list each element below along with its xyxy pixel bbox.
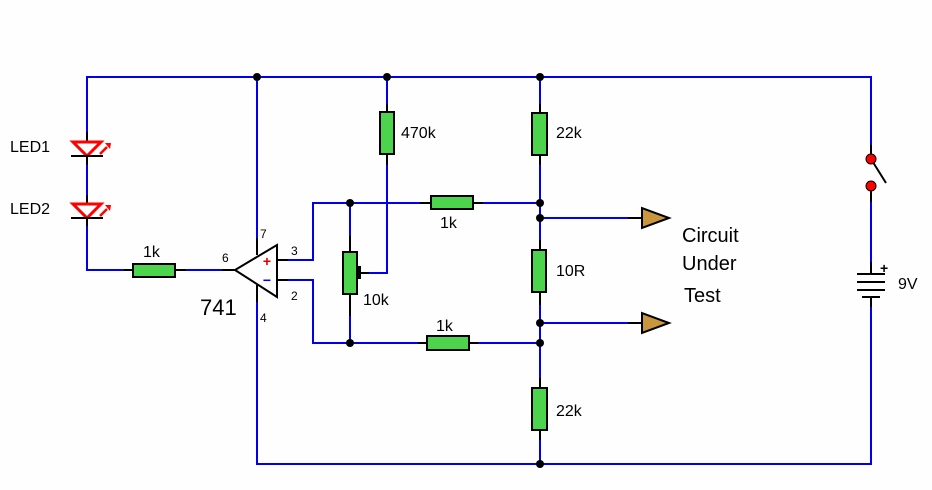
- pin-2-label: 2: [291, 289, 298, 303]
- resistor-icon: [132, 263, 176, 278]
- resistor-470k-label: 470k: [401, 125, 437, 142]
- pin-4-label: 4: [260, 311, 267, 325]
- op-amp-label: 741: [200, 295, 237, 320]
- bottom-rail-wire: [256, 295, 872, 465]
- op-amp-icon: [233, 243, 278, 299]
- inv-input-wire: [286, 279, 420, 344]
- battery-label: 9V: [898, 276, 918, 293]
- junction-dot: [346, 339, 354, 347]
- pin-6-label: 6: [222, 251, 229, 265]
- led2: LED2: [10, 195, 111, 226]
- resistor-1k-top-label: 1k: [440, 215, 458, 232]
- led-icon: [69, 140, 111, 159]
- resistor-icon: [430, 195, 474, 210]
- led1-label: LED1: [10, 139, 50, 156]
- junction-dot: [536, 214, 544, 222]
- noninv-input-wire: [286, 202, 420, 261]
- inv-symbol: −: [263, 272, 271, 288]
- potentiometer-label: 10k: [363, 292, 390, 309]
- switch: [865, 145, 887, 202]
- junction-dot: [536, 339, 544, 347]
- junction-dot: [536, 199, 544, 207]
- terminal-arrow-icon: [641, 206, 672, 230]
- led-icon: [69, 202, 111, 221]
- battery-9v: + 9V: [857, 260, 918, 307]
- resistor-icon: [426, 335, 470, 351]
- wires: [86, 76, 872, 465]
- resistor-output-label: 1k: [143, 244, 161, 261]
- resistor-22k-top-label: 22k: [556, 125, 583, 142]
- resistor-output-1k: 1k: [124, 244, 186, 278]
- circuit-under-test: Circuit Under Test: [628, 206, 739, 335]
- resistor-1k-top: 1k: [420, 195, 483, 232]
- resistor-icon: [379, 111, 395, 155]
- noninv-symbol: +: [263, 253, 271, 269]
- potentiometer-icon: [342, 251, 369, 295]
- pin-7-label: 7: [260, 227, 267, 241]
- terminal-arrow-icon: [641, 311, 672, 335]
- resistor-1k-bottom-label: 1k: [436, 318, 454, 335]
- resistor-22k-bottom: 22k: [531, 378, 583, 440]
- led2-label: LED2: [10, 201, 50, 218]
- resistor-10r: 10R: [531, 240, 585, 305]
- cut-label-line-2: Under: [682, 253, 737, 275]
- junction-dot: [346, 199, 354, 207]
- cut-label-line-1: Circuit: [682, 225, 739, 247]
- junction-dot: [536, 319, 544, 327]
- led1: LED1: [10, 132, 111, 165]
- resistor-470k: 470k: [379, 104, 437, 165]
- resistor-10r-label: 10R: [556, 263, 585, 280]
- potentiometer-10k: 10k: [342, 236, 390, 316]
- cut-label-line-3: Test: [684, 285, 721, 307]
- battery-icon: [857, 273, 885, 298]
- resistor-22k-top: 22k: [531, 104, 583, 165]
- op-amp-741: + − 6 7 4 3 2 741: [200, 227, 298, 325]
- junction-dot: [383, 73, 391, 81]
- junction-dot: [253, 73, 261, 81]
- resistor-icon: [531, 249, 547, 293]
- resistor-22k-bottom-label: 22k: [556, 403, 583, 420]
- top-rail-wire: [86, 76, 872, 152]
- resistor-icon: [531, 112, 548, 156]
- pin-3-label: 3: [291, 244, 298, 258]
- r470k-to-wiper-wire: [367, 165, 388, 274]
- junction-dot: [536, 73, 544, 81]
- led-to-resistor-wire: [86, 222, 124, 271]
- junctions: [253, 73, 544, 468]
- junction-dot: [536, 460, 544, 468]
- battery-plus-symbol: +: [880, 260, 888, 276]
- resistor-icon: [531, 387, 548, 431]
- resistor-1k-bottom: 1k: [418, 318, 478, 351]
